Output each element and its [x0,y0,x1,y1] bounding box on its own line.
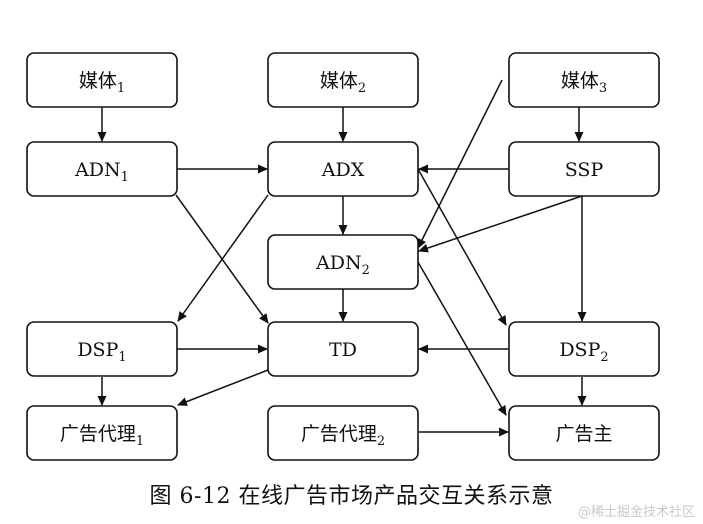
node-adx: ADX [267,141,419,197]
node-media3: 媒体3 [508,52,660,108]
node-label-dsp2: DSP2 [559,339,608,365]
node-box-media1 [26,52,178,108]
node-label-adn1: ADN1 [74,159,129,185]
node-media1: 媒体1 [26,52,178,108]
node-box-adn1 [26,141,178,197]
arrow-adn2-to-advertiser [417,261,507,416]
node-adn2: ADN2 [267,234,419,290]
node-label-advertiser: 广告主 [555,423,612,445]
node-label-media2: 媒体2 [320,70,366,96]
node-td: TD [267,321,419,377]
node-box-ssp [508,141,660,197]
node-box-td [267,321,419,377]
figure-caption: 图 6-12 在线广告市场产品交互关系示意 [149,484,554,509]
node-box-media3 [508,52,660,108]
node-media2: 媒体2 [267,52,419,108]
node-advertiser: 广告主 [508,405,660,461]
node-label-media1: 媒体1 [79,70,125,96]
node-label-agency2: 广告代理2 [301,423,385,449]
arrow-td-to-agency1 [177,369,269,406]
arrow-adx-to-dsp1 [177,194,269,322]
node-box-adn2 [267,234,419,290]
node-label-agency1: 广告代理1 [60,423,144,449]
node-adn1: ADN1 [26,141,178,197]
node-box-adx [267,141,419,197]
node-label-media3: 媒体3 [561,70,607,96]
node-agency1: 广告代理1 [26,405,178,461]
node-box-advertiser [508,405,660,461]
node-box-media2 [267,52,419,108]
arrow-media3-to-adn2 [417,79,503,249]
node-label-td: TD [329,339,357,361]
node-dsp1: DSP1 [26,321,178,377]
node-label-dsp1: DSP1 [77,339,126,365]
node-label-adn2: ADN2 [315,252,370,278]
node-dsp2: DSP2 [508,321,660,377]
watermark: @稀土掘金技术社区 [577,505,695,520]
node-box-dsp1 [26,321,178,377]
node-ssp: SSP [508,141,660,197]
node-box-dsp2 [508,321,660,377]
node-label-ssp: SSP [565,159,604,181]
edges [97,79,587,437]
arrow-ssp-to-adn2 [418,195,583,253]
node-box-agency2 [267,405,419,461]
node-box-agency1 [26,405,178,461]
arrow-adx-to-dsp2 [417,168,507,326]
node-label-adx: ADX [321,159,365,181]
node-agency2: 广告代理2 [267,405,419,461]
